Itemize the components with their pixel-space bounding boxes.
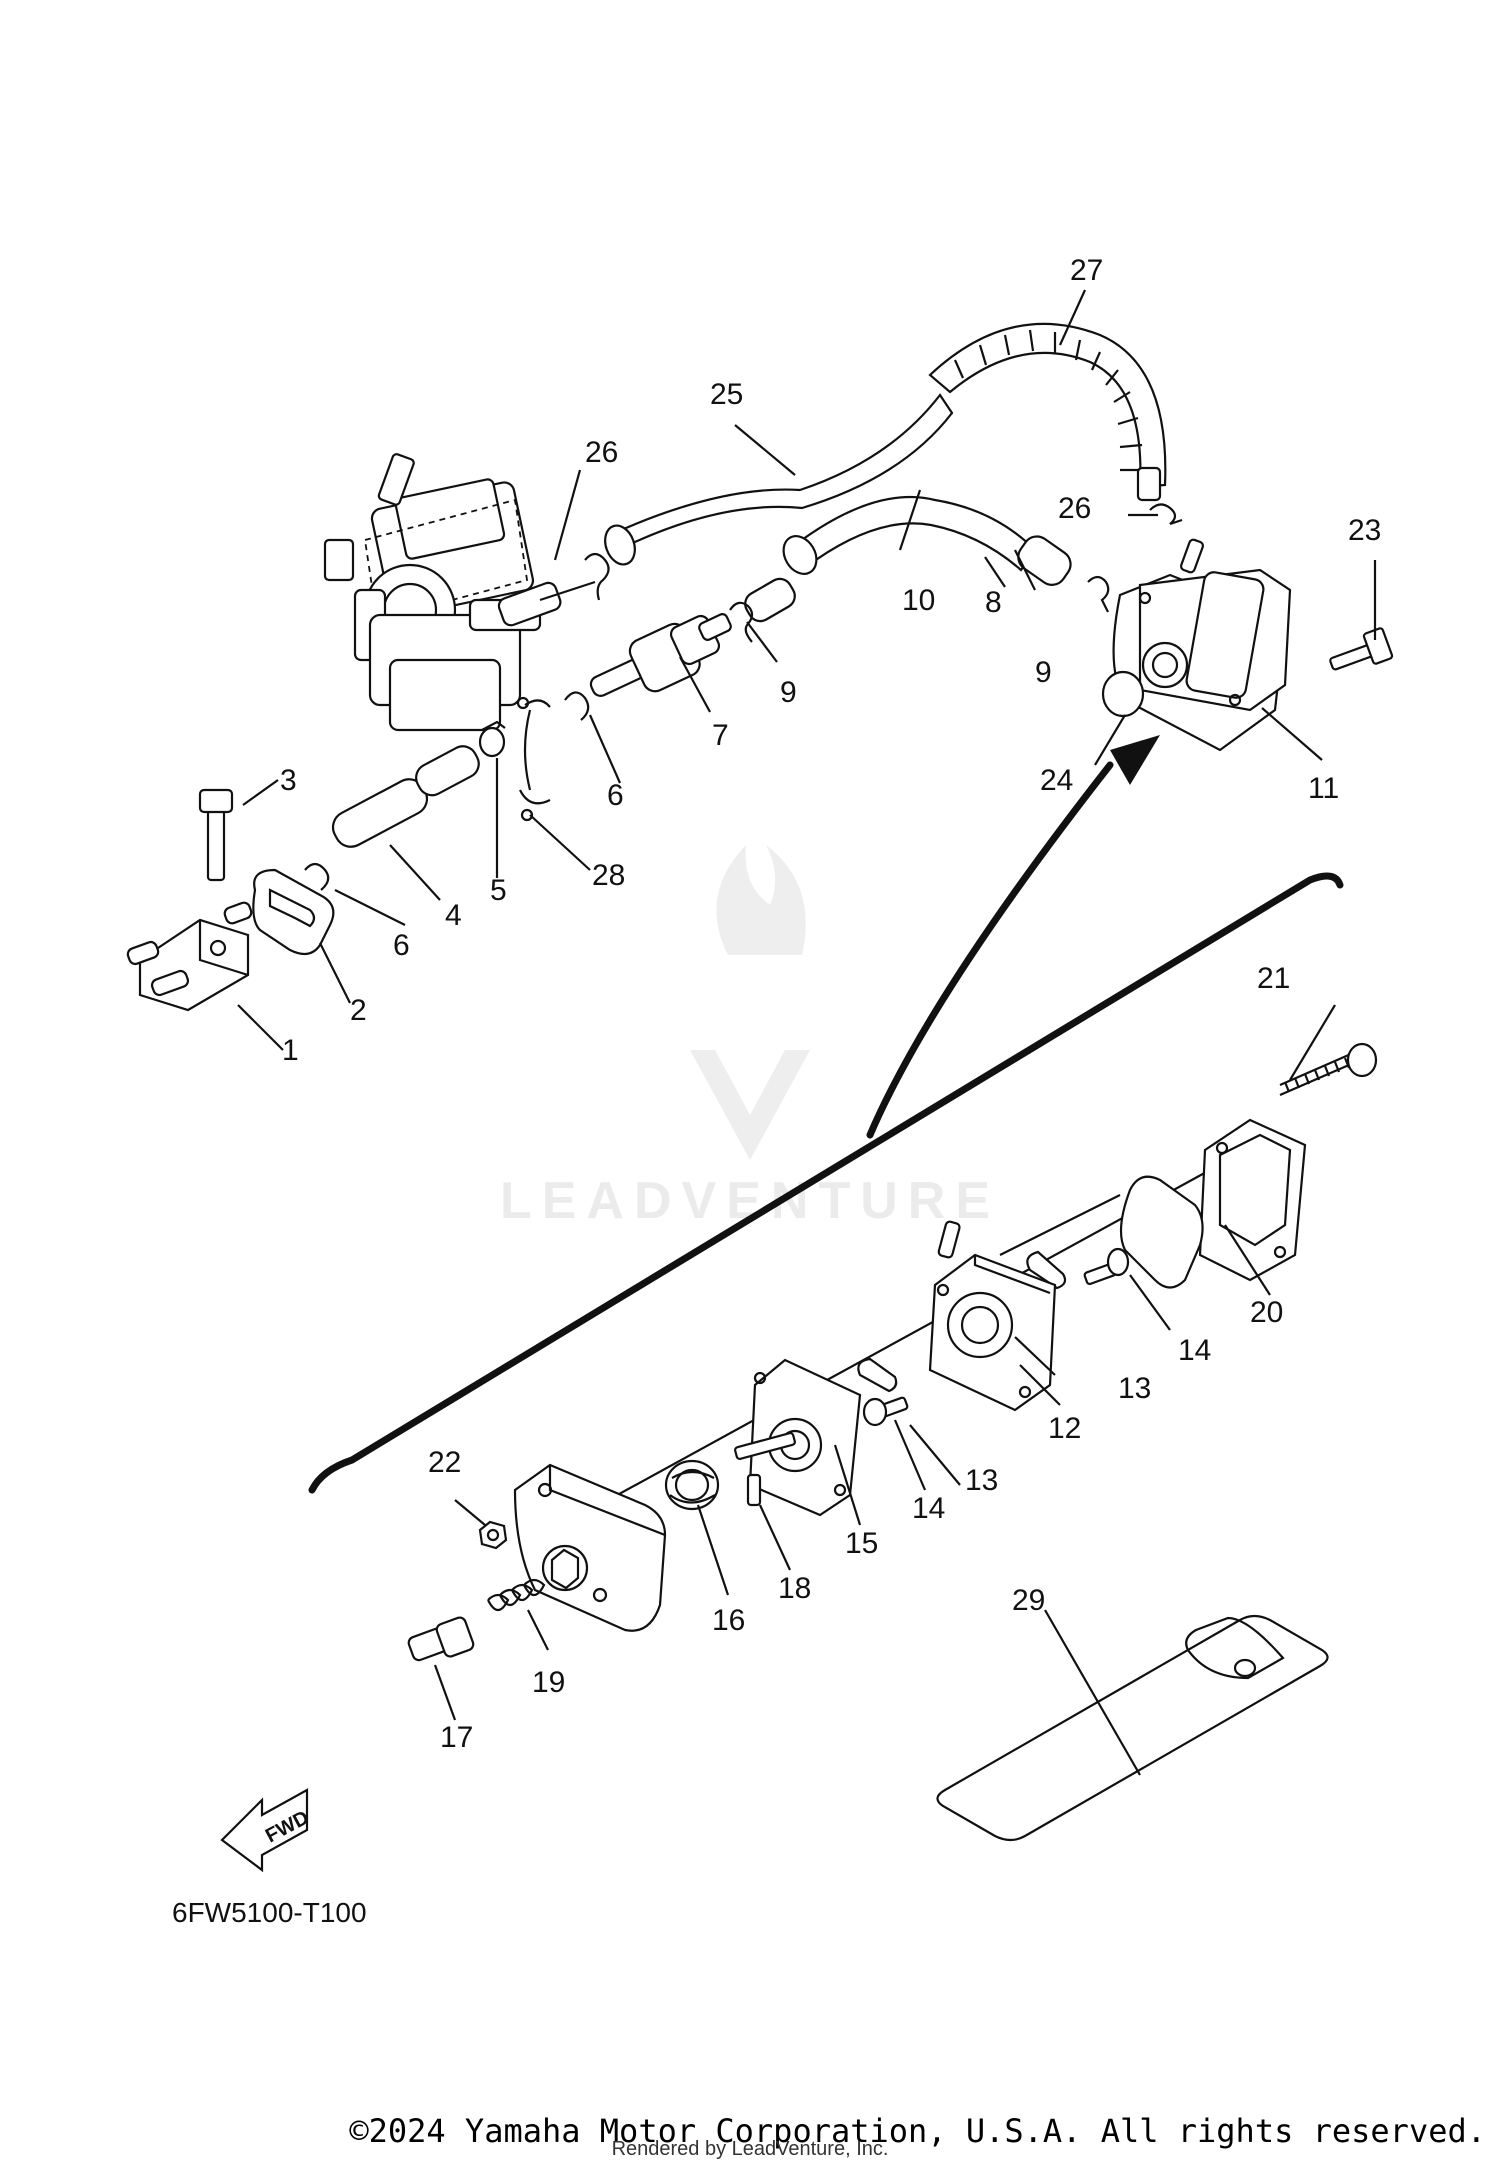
plunger-17 xyxy=(407,1616,475,1662)
callout-26-left: 26 xyxy=(585,436,618,469)
nut-22 xyxy=(478,1520,508,1550)
callout-14-upper: 14 xyxy=(1178,1334,1211,1367)
gasket-2 xyxy=(252,868,335,956)
callout-17: 17 xyxy=(440,1721,473,1754)
callout-16: 16 xyxy=(712,1604,745,1637)
diagram-code: 6FW5100-T100 xyxy=(172,1897,367,1928)
callout-23: 23 xyxy=(1348,514,1381,547)
callout-12: 12 xyxy=(1048,1412,1081,1445)
callout-27: 27 xyxy=(1070,254,1103,287)
cover-20 xyxy=(1198,1118,1307,1282)
fuel-joint-1 xyxy=(126,901,253,1012)
clip-6-upper xyxy=(564,691,590,721)
repair-kit-bag-29 xyxy=(936,1614,1329,1842)
callout-18: 18 xyxy=(778,1572,811,1605)
clip-9-left xyxy=(729,601,754,643)
callout-10: 10 xyxy=(902,584,935,617)
enlargement-arrow-head xyxy=(1110,735,1160,785)
callout-29: 29 xyxy=(1012,1584,1045,1617)
hose-10 xyxy=(782,495,1072,586)
screw-14-upper xyxy=(1083,1247,1130,1286)
gasket-19-plate xyxy=(1119,1175,1204,1289)
hose-27-corrugated xyxy=(928,322,1167,502)
callout-21: 21 xyxy=(1257,962,1290,995)
clip-26-left xyxy=(584,552,610,601)
callout-1: 1 xyxy=(282,1034,299,1067)
valve-13-upper xyxy=(1026,1250,1067,1290)
callout-25: 25 xyxy=(710,378,743,411)
screw-14-lower xyxy=(862,1396,909,1427)
clip-28 xyxy=(516,696,551,822)
callout-7: 7 xyxy=(712,719,729,752)
valve-13-lower xyxy=(857,1357,898,1393)
callout-9-right: 9 xyxy=(1035,656,1052,689)
callout-2: 2 xyxy=(350,994,367,1027)
o-ring-24 xyxy=(1101,670,1145,718)
clip-6-lower xyxy=(304,862,330,891)
carburetor-drawing xyxy=(323,453,596,732)
assembly-axis-line xyxy=(589,1169,1211,1511)
callout-11: 11 xyxy=(1308,772,1339,805)
enlargement-arrow xyxy=(866,761,1114,1139)
pump-base-22-body xyxy=(513,1463,667,1632)
pin-18 xyxy=(746,1473,762,1507)
callout-13-upper: 13 xyxy=(1118,1372,1151,1405)
bolt-3 xyxy=(198,788,234,882)
leader-lines xyxy=(237,289,1377,1776)
clip-26-right xyxy=(1149,503,1183,526)
fuel-filter-7 xyxy=(589,613,732,697)
hose-25 xyxy=(604,393,954,566)
callout-15: 15 xyxy=(845,1527,878,1560)
hose-segment-short xyxy=(744,577,796,623)
screw-21 xyxy=(1279,1042,1378,1097)
callout-labels: 1 2 3 4 5 6 6 7 8 9 9 10 11 12 13 13 14 … xyxy=(280,254,1381,1754)
diaphragm-15 xyxy=(734,1358,862,1517)
spring-16 xyxy=(664,1459,720,1511)
callout-4: 4 xyxy=(445,899,462,932)
callout-26-right: 26 xyxy=(1058,492,1091,525)
callout-28: 28 xyxy=(592,859,625,892)
callout-9-left: 9 xyxy=(780,676,797,709)
screw-23 xyxy=(1329,627,1394,671)
spring-19 xyxy=(487,1578,546,1612)
callout-22: 22 xyxy=(428,1446,461,1479)
callout-20: 20 xyxy=(1250,1296,1283,1329)
callout-19: 19 xyxy=(532,1666,565,1699)
rendered-by-credit: Rendered by LeadVenture, Inc. xyxy=(611,2138,889,2160)
pump-body-12 xyxy=(928,1220,1057,1412)
forward-direction-arrow: FWD xyxy=(220,1788,313,1873)
hose-4 xyxy=(331,745,480,848)
callout-24: 24 xyxy=(1040,764,1073,797)
callout-3: 3 xyxy=(280,764,297,797)
fuel-pump-assembly-11 xyxy=(1112,538,1292,752)
callout-5: 5 xyxy=(490,874,507,907)
callout-13-lower: 13 xyxy=(965,1464,998,1497)
clamp-5 xyxy=(478,720,506,758)
section-divider-line xyxy=(308,872,1344,1494)
callout-8: 8 xyxy=(985,586,1002,619)
leadventure-watermark: LEADVENTURE xyxy=(500,845,990,1230)
callout-6-lower: 6 xyxy=(393,929,410,962)
copyright-notice: ©2024 Yamaha Motor Corporation, U.S.A. A… xyxy=(349,2112,1486,2150)
clip-9-right xyxy=(1087,575,1110,613)
callout-14-lower: 14 xyxy=(912,1492,945,1525)
callout-6-upper: 6 xyxy=(607,779,624,812)
